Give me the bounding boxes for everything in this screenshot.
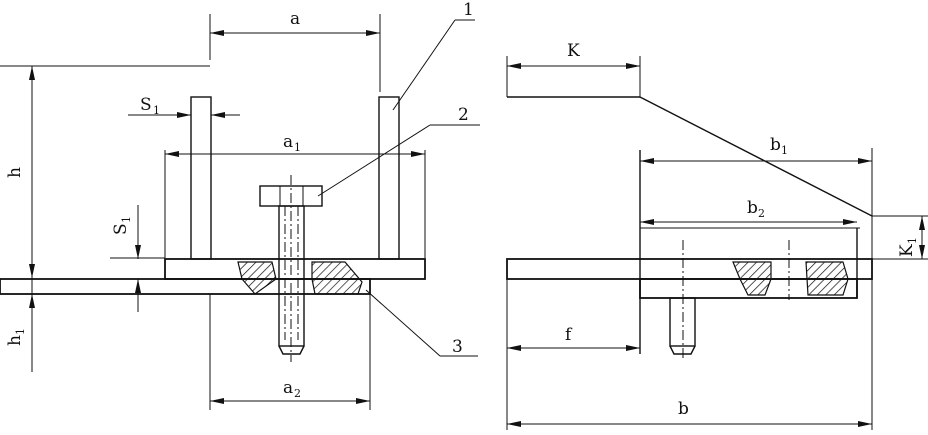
dimension-labels: a a 1 a 2 S 1 S 1 h h 1 K b 1 b 2 K 1 f … <box>5 9 919 419</box>
svg-text:2: 2 <box>758 207 765 220</box>
svg-text:1: 1 <box>120 216 133 223</box>
plate-sloped-edge <box>639 96 873 217</box>
leader-1 <box>392 19 456 111</box>
weld-section-right <box>311 261 363 295</box>
vertical-plate-right <box>378 96 400 260</box>
svg-text:1: 1 <box>153 104 160 117</box>
svg-text:1: 1 <box>781 144 788 157</box>
label-s1-side: S <box>111 223 131 235</box>
label-k1: K <box>897 244 917 257</box>
callout-3: 3 <box>452 337 463 357</box>
label-a2: a <box>283 378 293 398</box>
label-k: K <box>567 41 580 61</box>
weld-section-side-left <box>732 261 772 296</box>
base-plate <box>164 258 426 280</box>
svg-text:2: 2 <box>294 387 301 400</box>
lower-flange <box>0 278 371 295</box>
label-b1: b <box>770 135 781 155</box>
callout-1: 1 <box>463 0 474 20</box>
front-view <box>0 14 480 410</box>
weld-section-side-right <box>805 261 849 296</box>
svg-text:1: 1 <box>14 328 27 335</box>
bolt-side <box>669 297 696 347</box>
side-view <box>506 56 928 430</box>
svg-text:1: 1 <box>294 141 301 154</box>
label-h: h <box>5 167 25 178</box>
bolt-tip <box>278 345 305 355</box>
label-s1-top: S <box>140 95 152 115</box>
label-h1: h <box>5 335 25 346</box>
label-f: f <box>565 325 573 345</box>
leader-2 <box>317 124 431 197</box>
label-a: a <box>290 9 300 29</box>
weld-section-left <box>237 261 277 295</box>
vertical-plate-left <box>190 96 212 260</box>
leader-3 <box>365 289 441 357</box>
callout-labels: 1 2 3 <box>452 0 474 357</box>
svg-text:1: 1 <box>906 237 919 244</box>
label-b2: b <box>747 198 758 218</box>
label-b: b <box>678 399 689 419</box>
label-a1: a <box>283 132 293 152</box>
callout-2: 2 <box>458 105 469 125</box>
